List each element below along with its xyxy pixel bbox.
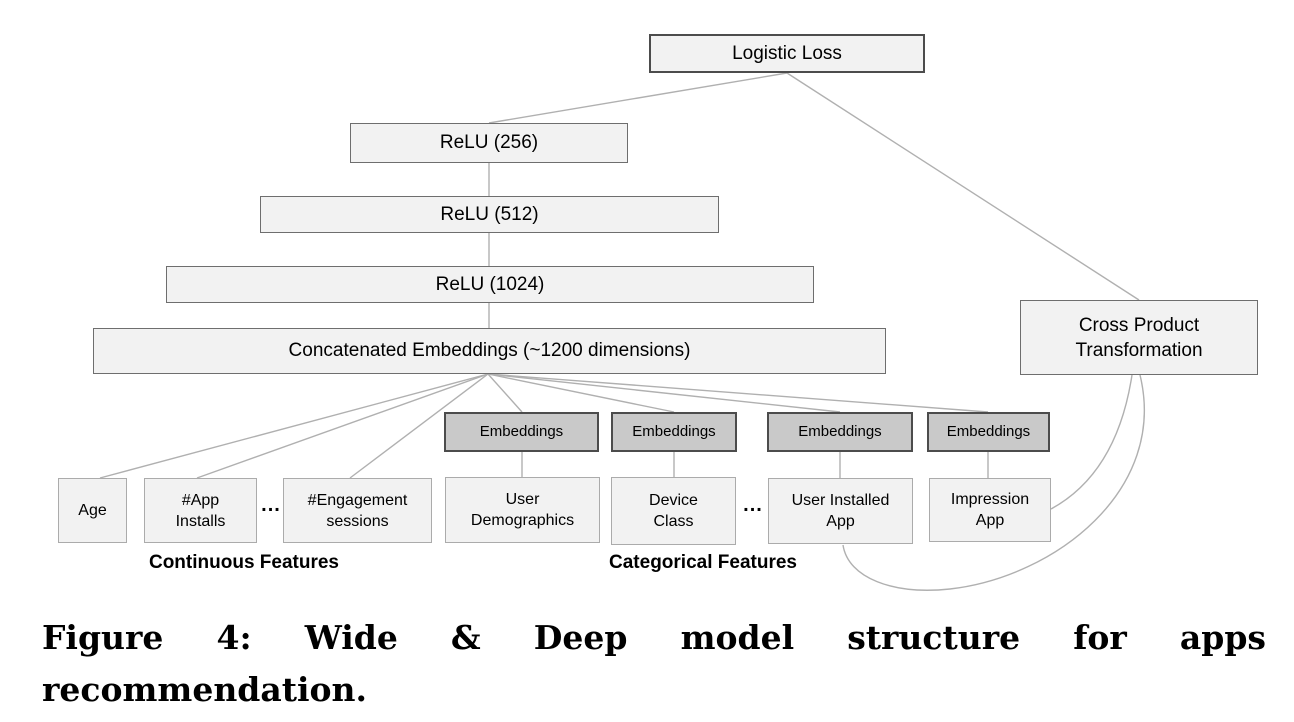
box-feature-app-installs: #App Installs xyxy=(144,478,257,543)
label-categorical-features: Categorical Features xyxy=(609,552,797,573)
ellipsis-categorical: ... xyxy=(743,494,763,516)
box-embeddings-impression-app: Embeddings xyxy=(927,412,1050,452)
label-continuous-features: Continuous Features xyxy=(148,552,339,573)
box-relu-256: ReLU (256) xyxy=(350,123,628,163)
box-embeddings-device-class: Embeddings xyxy=(611,412,737,452)
caption-line-1: Figure 4: Wide & Deep model structure fo… xyxy=(42,618,1266,657)
box-relu-1024: ReLU (1024) xyxy=(166,266,814,303)
box-feature-device-class: Device Class xyxy=(611,477,736,545)
box-feature-user-demographics: User Demographics xyxy=(445,477,600,543)
box-cross-product-transformation: Cross Product Transformation xyxy=(1020,300,1258,375)
box-feature-age: Age xyxy=(58,478,127,543)
box-logistic-loss: Logistic Loss xyxy=(649,34,925,73)
box-embeddings-user-demographics: Embeddings xyxy=(444,412,599,452)
box-feature-engagement-sessions: #Engagement sessions xyxy=(283,478,432,543)
box-relu-512: ReLU (512) xyxy=(260,196,719,233)
box-feature-user-installed-app: User Installed App xyxy=(768,478,913,544)
box-embeddings-user-installed-app: Embeddings xyxy=(767,412,913,452)
ellipsis-continuous: ... xyxy=(261,494,281,516)
box-concatenated-embeddings: Concatenated Embeddings (~1200 dimension… xyxy=(93,328,886,374)
box-feature-impression-app: Impression App xyxy=(929,478,1051,542)
caption-line-2: recommendation. xyxy=(42,670,368,709)
figure-caption: Figure 4: Wide & Deep model structure fo… xyxy=(42,612,1266,716)
